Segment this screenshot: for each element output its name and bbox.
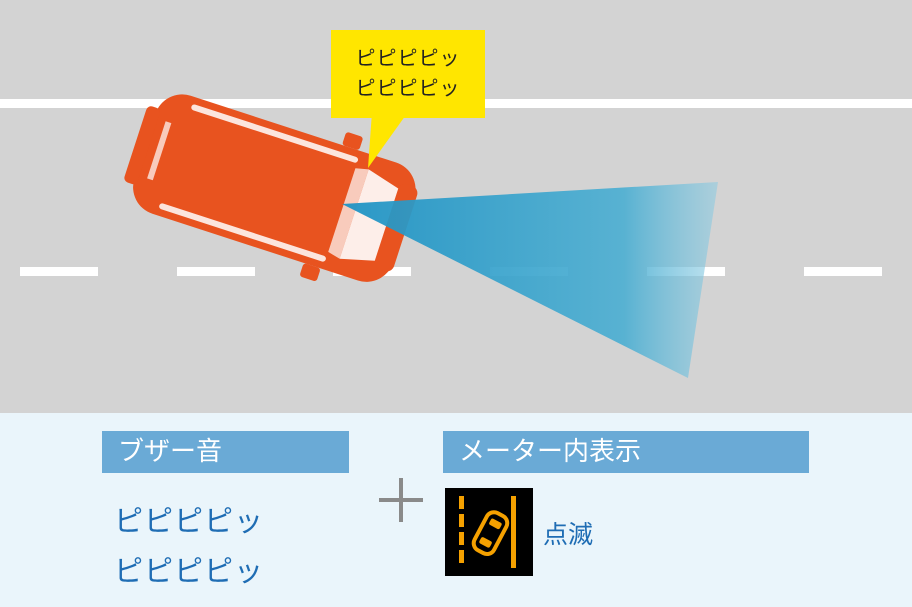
meter-display-header: メーター内表示	[443, 431, 809, 473]
alert-panel: ブザー音 メーター内表示 ピピピピッ ピピピピッ 点滅	[0, 413, 912, 607]
road-scene	[0, 0, 912, 413]
indicator-status: 点滅	[543, 520, 594, 549]
bubble-text: ピピピピッ ピピピピッ	[331, 30, 485, 118]
bubble-line: ピピピピッ	[355, 76, 461, 100]
lane-departure-indicator-icon	[445, 488, 533, 576]
speech-bubble	[331, 30, 485, 168]
buzzer-sound-line: ピピピピッ	[114, 504, 265, 538]
plus-icon	[379, 478, 423, 522]
bubble-line: ピピピピッ	[355, 46, 461, 70]
buzzer-sound-line: ピピピピッ	[114, 554, 265, 588]
buzzer-header: ブザー音	[102, 431, 349, 473]
detection-zone	[342, 182, 718, 378]
